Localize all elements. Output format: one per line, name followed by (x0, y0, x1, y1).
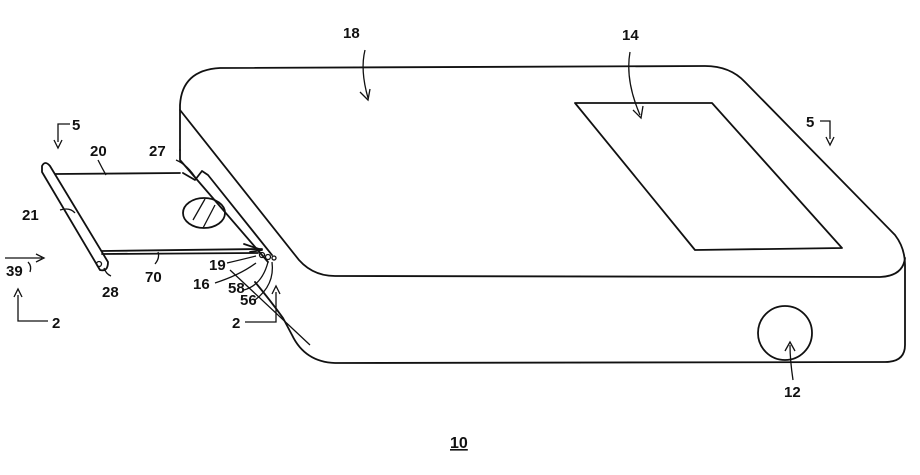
section-5-right: 5 (806, 114, 814, 131)
label-slot: 19 (209, 257, 226, 274)
section-2-right: 2 (232, 315, 240, 332)
device-body (179, 65, 906, 364)
label-direction: 39 (6, 263, 23, 280)
label-contact: 16 (193, 276, 210, 293)
section-2-left: 2 (52, 315, 60, 332)
label-handle: 21 (22, 207, 39, 224)
label-display: 14 (622, 27, 639, 44)
home-button[interactable] (757, 305, 813, 361)
label-tray: 20 (90, 143, 107, 160)
label-button: 12 (784, 384, 801, 401)
label-spring: 58 (228, 280, 245, 297)
label-pin: 28 (102, 284, 119, 301)
display-screen (574, 102, 843, 251)
section-5-left: 5 (72, 117, 80, 134)
label-edge: 70 (145, 269, 162, 286)
figure-number: 10 (450, 435, 468, 452)
label-device: 18 (343, 25, 360, 42)
sim-tray (41, 162, 277, 272)
leader-lines (5, 49, 835, 381)
label-catch: 56 (240, 292, 257, 309)
label-hole: 27 (149, 143, 166, 160)
